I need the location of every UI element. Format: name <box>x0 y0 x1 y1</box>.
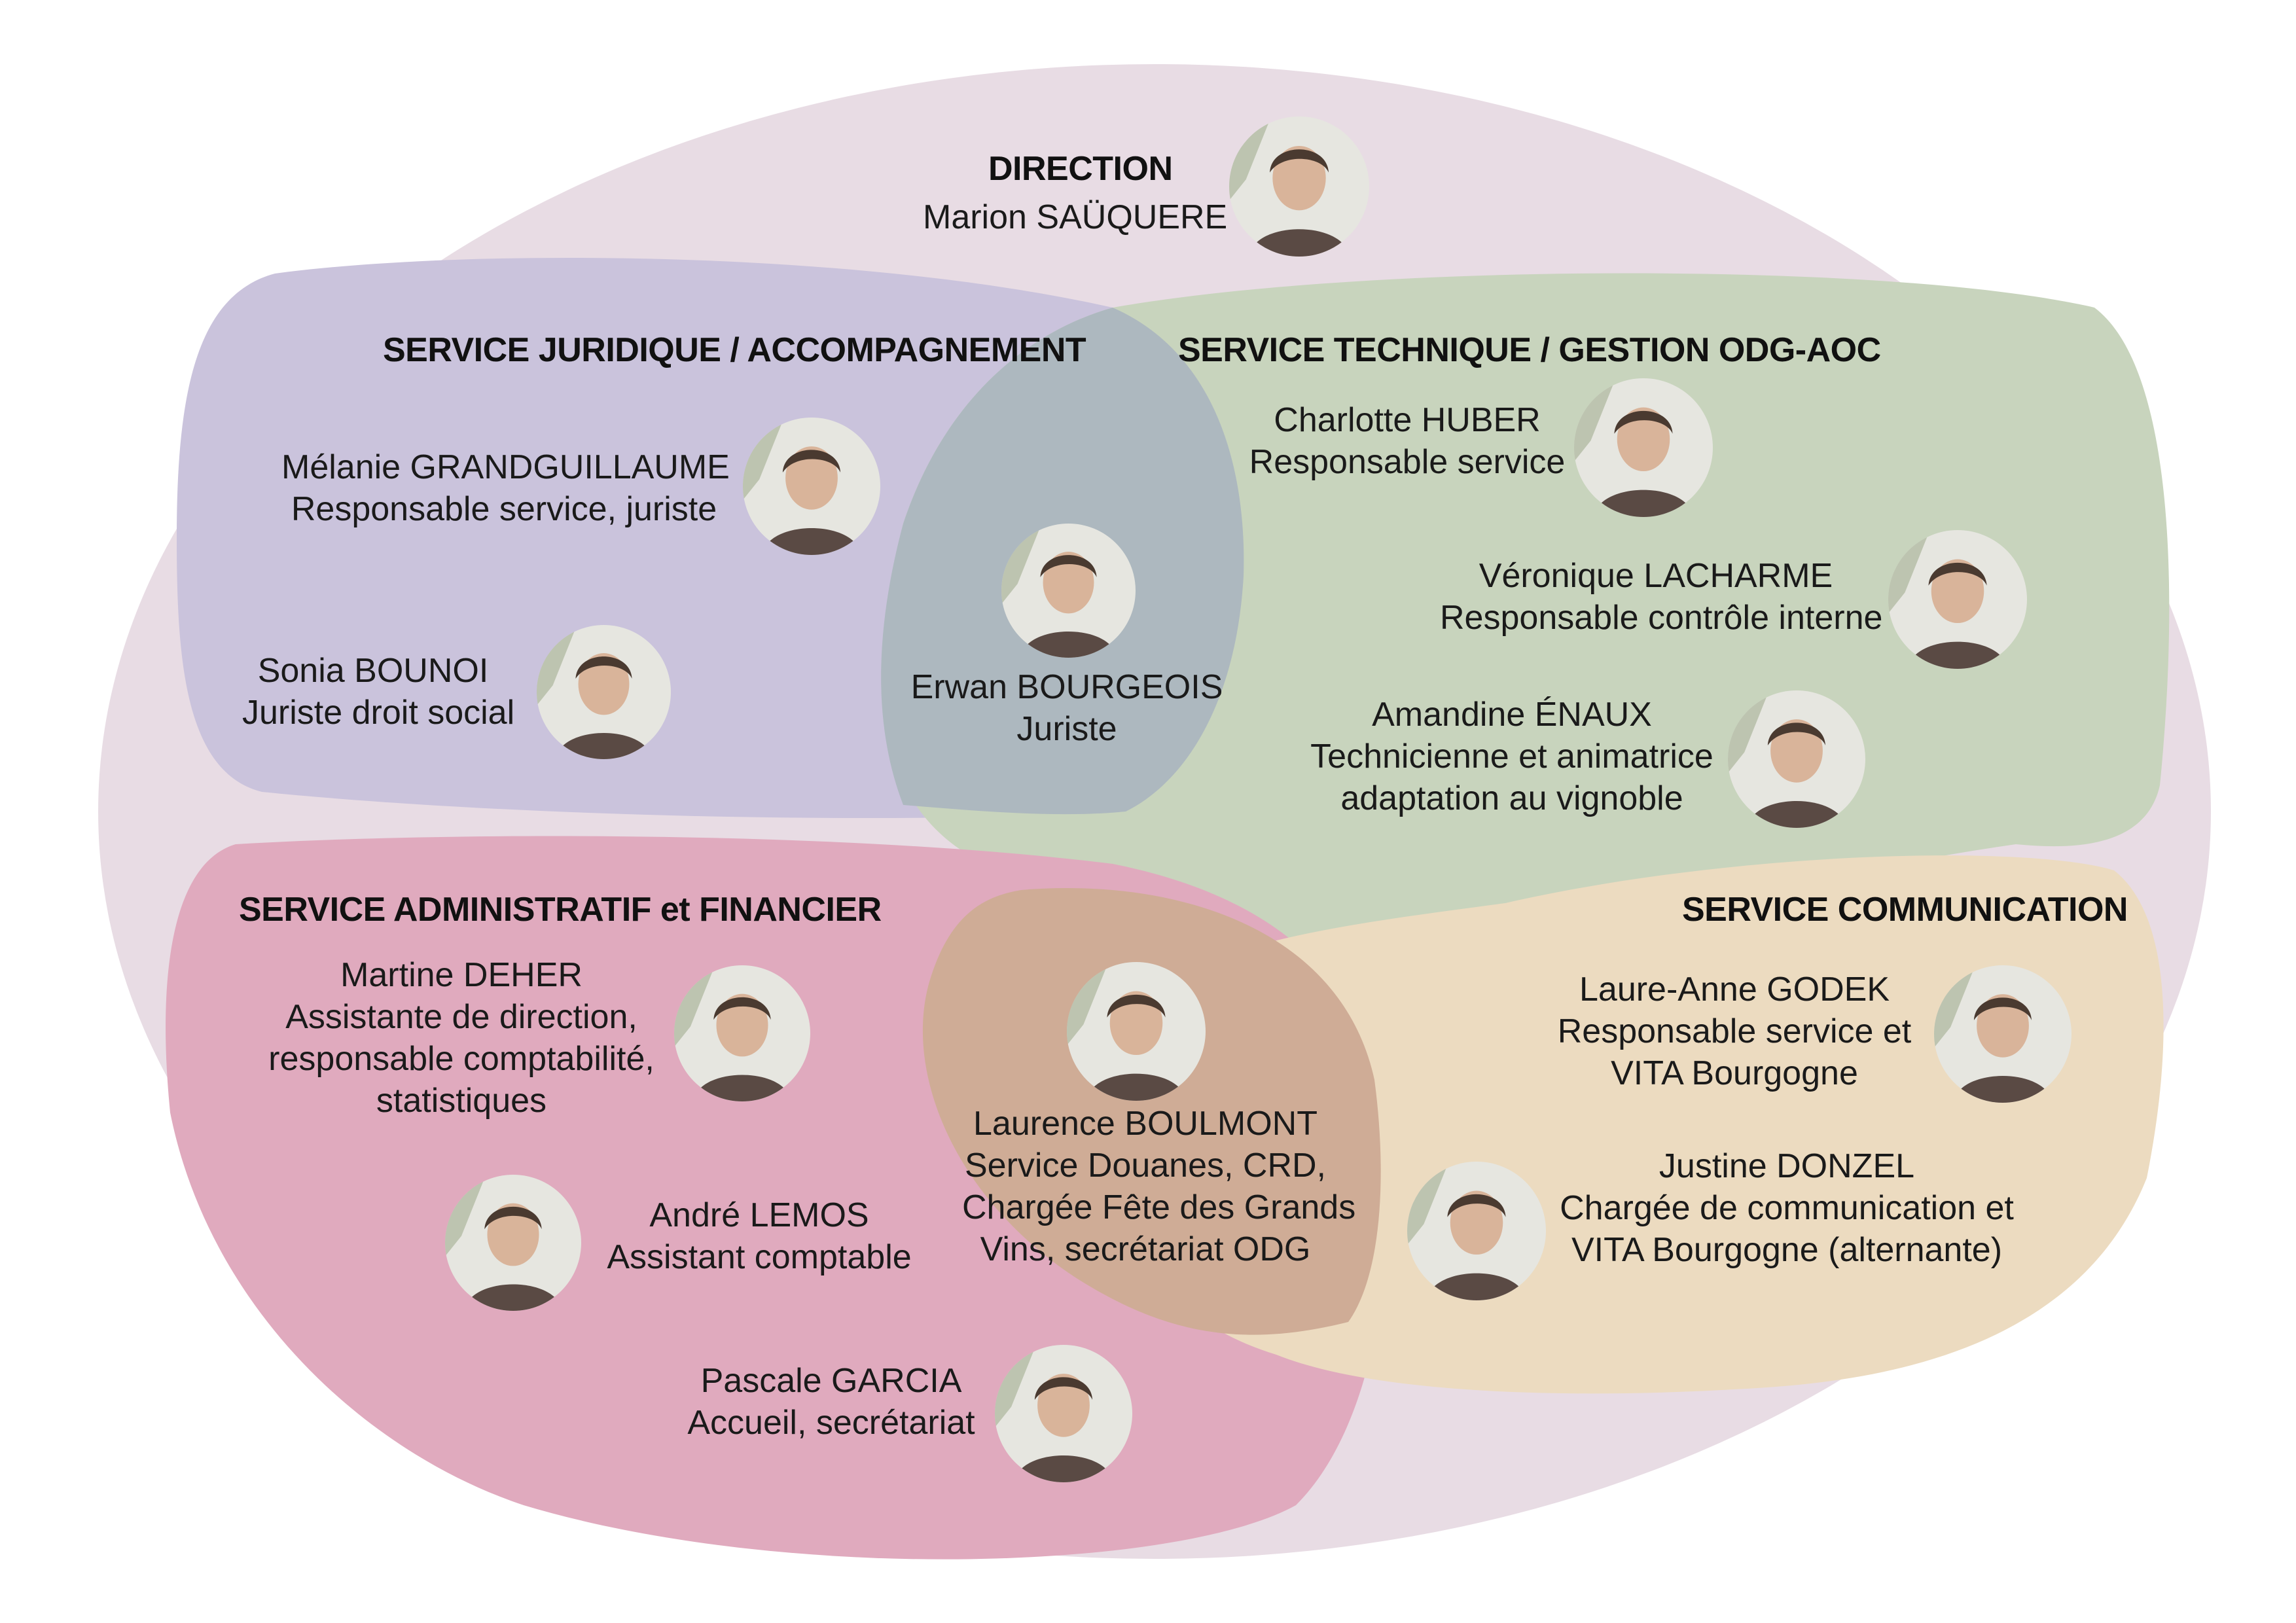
avatar <box>1728 690 1865 828</box>
administratif-title-et: et <box>660 891 691 929</box>
avatar <box>1229 116 1369 257</box>
member-label: Mélanie GRANDGUILLAUME Responsable servi… <box>281 448 730 528</box>
avatar <box>537 625 671 759</box>
administratif-title: SERVICE ADMINISTRATIF et FINANCIER <box>239 891 882 929</box>
avatar <box>445 1175 581 1311</box>
technique-title: SERVICE TECHNIQUE / GESTION ODG-AOC <box>1178 331 1881 369</box>
administratif-communication-overlap <box>922 888 1381 1335</box>
avatar <box>1574 378 1713 517</box>
avatar <box>995 1345 1132 1482</box>
avatar <box>1934 965 2072 1103</box>
avatar <box>743 418 880 555</box>
member-label: Laurence BOULMONT Service Douanes, CRD, … <box>962 1105 1356 1268</box>
avatar <box>1001 524 1136 658</box>
member-label: Véronique LACHARME Responsable contrôle … <box>1440 557 1883 637</box>
member-label: Sonia BOUNOI Juriste droit social <box>242 652 515 732</box>
avatar <box>1888 530 2027 669</box>
avatar <box>1067 962 1206 1101</box>
direction-title: DIRECTION <box>988 150 1173 188</box>
juridique-title: SERVICE JURIDIQUE / ACCOMPAGNEMENT <box>383 331 1086 369</box>
member-label: Amandine ÉNAUX Technicienne et animatric… <box>1310 696 1713 817</box>
direction-person-name: Marion SAÜQUERE <box>923 198 1228 236</box>
member-label: André LEMOS Assistant comptable <box>607 1196 912 1276</box>
member-label: Martine DEHER Assistante de direction, r… <box>268 956 655 1120</box>
member-label: Laure-Anne GODEK Responsable service et … <box>1557 971 1912 1092</box>
member-label: Erwan BOURGEOIS Juriste <box>910 668 1223 748</box>
member-label: Pascale GARCIA Accueil, secrétariat <box>687 1362 975 1442</box>
avatar <box>1407 1162 1546 1300</box>
communication-title: SERVICE COMMUNICATION <box>1682 891 2128 929</box>
member-label: Charlotte HUBER Responsable service <box>1249 401 1566 481</box>
avatar <box>674 965 810 1101</box>
member-label: Justine DONZEL Chargée de communication … <box>1560 1147 2014 1269</box>
